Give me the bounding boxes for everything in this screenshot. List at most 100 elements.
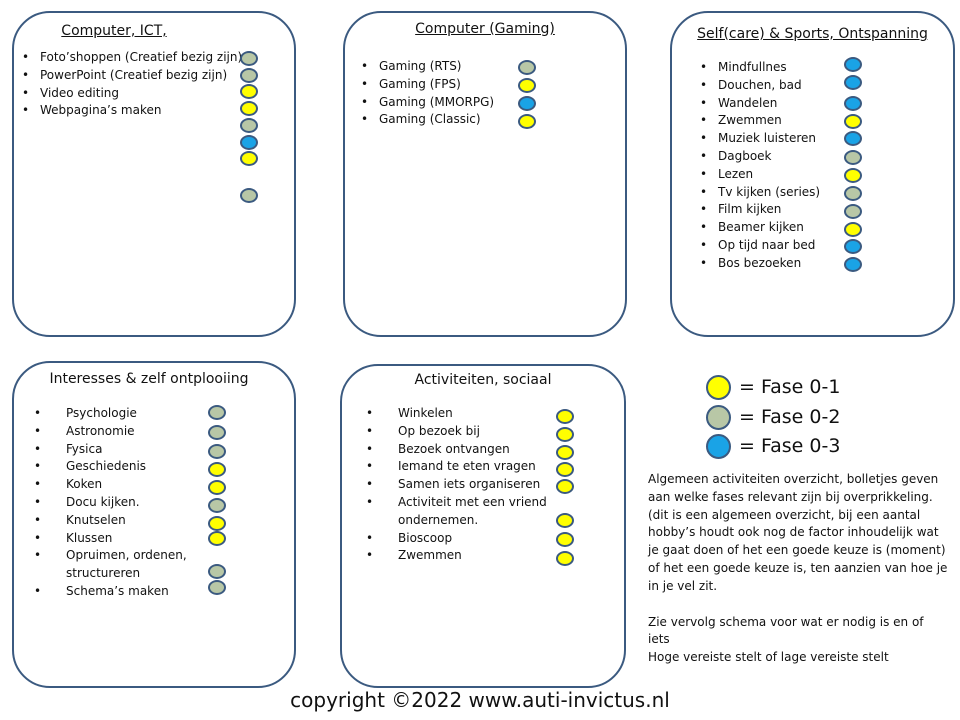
legend-dot <box>706 374 731 400</box>
fase-dot <box>844 150 862 165</box>
activity-list: •Foto’shoppen (Creatief bezig zijn) •Pow… <box>22 49 242 120</box>
list-item: •Activiteit met een vriend <box>366 494 547 509</box>
panel-title: Interesses & zelf ontplooiing <box>49 371 249 387</box>
list-item: •Psychologie <box>34 406 137 420</box>
list-item: •Beamer kijken <box>700 220 804 235</box>
list-item: •Gaming (FPS) <box>361 76 461 91</box>
fase-dot <box>518 60 536 75</box>
fase-dot <box>208 498 226 513</box>
panel-computer-gaming: Computer (Gaming) •Gaming (RTS) •Gaming … <box>343 11 627 337</box>
fase-dot <box>844 204 862 219</box>
legend-fase-0-3: = Fase 0-3 <box>706 433 840 459</box>
panel-title: Self(care) & Sports, Ontspanning <box>697 26 928 42</box>
list-item: •Bioscoop <box>366 530 453 545</box>
list-item: •Bezoek ontvangen <box>366 441 510 456</box>
list-item: •Webpagina’s maken <box>22 103 162 118</box>
fase-dot <box>240 51 258 66</box>
list-item: •Op tijd naar bed <box>700 237 816 252</box>
activity-list: •Winkelen •Op bezoek bij •Bezoek ontvang… <box>366 405 547 565</box>
fase-dot <box>844 222 862 237</box>
list-item: •Klussen <box>34 530 113 545</box>
list-item: •Video editing <box>22 85 120 100</box>
description-paragraph: Algemeen activiteiten overzicht, bolletj… <box>648 472 948 593</box>
fase-dot <box>240 84 258 99</box>
list-item: •Douchen, bad <box>700 77 802 92</box>
fase-dot <box>208 516 226 531</box>
list-item: •Gaming (MMORPG) <box>361 94 495 109</box>
fase-dot <box>208 444 226 459</box>
panel-interesses: Interesses & zelf ontplooiing •Psycholog… <box>12 361 296 688</box>
fase-dot <box>844 131 862 146</box>
legend-label: = Fase 0-1 <box>739 376 841 398</box>
list-item: •Mindfullnes <box>700 60 787 74</box>
list-item: •Astronomie <box>34 423 135 438</box>
panel-activiteiten-sociaal: Activiteiten, sociaal •Winkelen •Op bezo… <box>340 364 626 688</box>
copyright-footer: copyright ©2022 www.auti-invictus.nl <box>290 688 670 712</box>
legend-dot <box>706 433 731 459</box>
list-item: •Lezen <box>700 166 754 181</box>
fase-dot <box>556 445 574 460</box>
fase-dot <box>844 114 862 129</box>
list-item: •Geschiedenis <box>34 459 147 474</box>
list-item: •Koken <box>34 477 103 492</box>
activity-list: •Mindfullnes •Douchen, bad •Wandelen •Zw… <box>700 59 820 273</box>
panel-computer-ict: Computer, ICT, •Foto’shoppen (Creatief b… <box>12 11 296 337</box>
fase-dot <box>556 551 574 566</box>
activity-list: •Gaming (RTS) •Gaming (FPS) •Gaming (MMO… <box>361 58 494 129</box>
fase-dot <box>240 118 258 133</box>
list-item: •Iemand te eten vragen <box>366 459 536 474</box>
fase-dot <box>844 75 862 90</box>
fase-dot <box>844 239 862 254</box>
list-item: •Wandelen <box>700 95 778 110</box>
fase-dot <box>556 462 574 477</box>
panel-title: Computer (Gaming) <box>415 21 555 37</box>
fase-dot <box>556 532 574 547</box>
panel-title: Activiteiten, sociaal <box>414 372 552 388</box>
fase-dot <box>518 114 536 129</box>
legend-dot <box>706 404 731 430</box>
list-item: •Tv kijken (series) <box>700 184 821 199</box>
fase-dot <box>208 580 226 595</box>
description-text: Algemeen activiteiten overzicht, bolletj… <box>648 471 948 667</box>
list-item: •Docu kijken. <box>34 494 140 509</box>
description-paragraph: Zie vervolg schema voor wat er nodig is … <box>648 614 924 665</box>
fase-dot <box>208 564 226 579</box>
list-item: ondernemen. <box>398 512 479 527</box>
fase-dot <box>556 513 574 528</box>
legend-fase-0-2: = Fase 0-2 <box>706 404 840 430</box>
list-item: •Opruimen, ordenen, <box>34 548 187 563</box>
fase-dot <box>556 409 574 424</box>
fase-dot <box>844 168 862 183</box>
list-item: •Schema’s maken <box>34 583 169 598</box>
list-item: •Gaming (Classic) <box>361 112 481 127</box>
fase-dot <box>556 479 574 494</box>
legend-fase-0-1: = Fase 0-1 <box>706 374 840 400</box>
panel-title: Computer, ICT, <box>61 23 167 39</box>
list-item: structureren <box>66 566 141 581</box>
fase-dot <box>844 186 862 201</box>
list-item: •Dagboek <box>700 148 772 163</box>
fase-dot <box>240 188 258 203</box>
fase-dot <box>518 96 536 111</box>
list-item: •Foto’shoppen (Creatief bezig zijn) <box>22 50 243 64</box>
panel-selfcare-sports: Self(care) & Sports, Ontspanning •Mindfu… <box>670 11 955 337</box>
list-item: •Op bezoek bij <box>366 423 480 438</box>
fase-dot <box>556 427 574 442</box>
fase-dot <box>844 57 862 72</box>
fase-dot <box>208 480 226 495</box>
list-item: •Knutselen <box>34 512 126 527</box>
legend-label: = Fase 0-3 <box>739 435 841 457</box>
list-item: •Film kijken <box>700 202 782 217</box>
list-item: •Bos bezoeken <box>700 255 802 270</box>
fase-dot <box>208 425 226 440</box>
fase-dot <box>208 531 226 546</box>
fase-dot <box>208 405 226 420</box>
list-item: •Fysica <box>34 441 103 456</box>
fase-dot <box>518 78 536 93</box>
list-item: •PowerPoint (Creatief bezig zijn) <box>22 67 228 82</box>
fase-dot <box>208 462 226 477</box>
list-item: •Muziek luisteren <box>700 131 817 146</box>
list-item: •Winkelen <box>366 406 453 420</box>
list-item: •Samen iets organiseren <box>366 477 541 492</box>
legend-label: = Fase 0-2 <box>739 406 841 428</box>
